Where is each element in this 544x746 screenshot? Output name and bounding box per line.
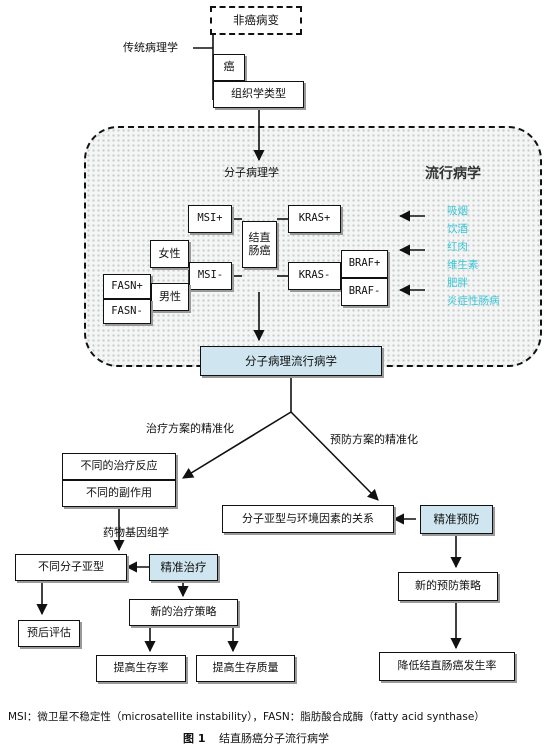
braf-plus-box: BRAF+ [341, 250, 388, 278]
factor-red-meat: 红肉 [447, 241, 468, 253]
survival-quality-box: 提高生存质量 [196, 655, 295, 682]
lower-incidence-box: 降低结直肠癌发生率 [379, 652, 515, 681]
figure-title: 结直肠癌分子流行病学 [219, 732, 329, 745]
prevention-precision-label: 预防方案的精准化 [330, 433, 418, 446]
survival-rate-box: 提高生存率 [96, 655, 186, 682]
epidemiology-title: 流行病学 [425, 166, 481, 182]
histology-type-box: 组织学类型 [213, 81, 304, 108]
factor-ibd: 炎症性肠病 [447, 295, 500, 307]
pharmacogenomics-label: 药物基因组学 [103, 526, 169, 539]
subtype-env-box: 分子亚型与环境因素的关系 [222, 505, 394, 533]
kras-minus-box: KRAS- [288, 262, 341, 290]
factor-alcohol: 饮酒 [447, 223, 468, 235]
cancer-box: 癌 [213, 54, 245, 81]
diff-response-box: 不同的治疗反应 [62, 453, 176, 480]
fasn-minus-box: FASN- [103, 299, 151, 324]
msi-minus-box: MSI- [189, 262, 232, 290]
precision-treatment-box: 精准治疗 [149, 554, 218, 581]
treatment-precision-label: 治疗方案的精准化 [146, 422, 234, 435]
msi-plus-box: MSI+ [188, 205, 232, 233]
new-prevention-box: 新的预防策略 [398, 572, 498, 601]
female-box: 女性 [150, 240, 189, 268]
mpe-region [84, 126, 542, 367]
fasn-plus-box: FASN+ [103, 274, 151, 299]
crc-box: 结直肠癌 [242, 221, 277, 268]
abbreviation-note: MSI：微卫星不稳定性（microsatellite instability），… [8, 711, 485, 723]
diff-subtypes-box: 不同分子亚型 [15, 554, 127, 581]
diff-side-effects-box: 不同的副作用 [62, 480, 176, 507]
traditional-pathology-label: 传统病理学 [123, 41, 178, 54]
factor-smoking: 吸烟 [447, 205, 468, 217]
braf-minus-box: BRAF- [341, 278, 388, 306]
prognosis-box: 预后评估 [18, 620, 80, 647]
factor-obesity: 肥胖 [447, 277, 468, 289]
kras-plus-box: KRAS+ [288, 205, 341, 233]
non-cancer-box: 非癌病变 [210, 6, 302, 35]
mpe-box: 分子病理流行病学 [200, 346, 382, 376]
factor-vitamin: 维生素 [447, 259, 479, 271]
figure-number: 图 1 [183, 732, 206, 745]
male-box: 男性 [151, 283, 189, 311]
precision-prevention-box: 精准预防 [420, 505, 493, 534]
new-treatment-box: 新的治疗策略 [129, 599, 238, 626]
molecular-pathology-label: 分子病理学 [224, 166, 279, 179]
